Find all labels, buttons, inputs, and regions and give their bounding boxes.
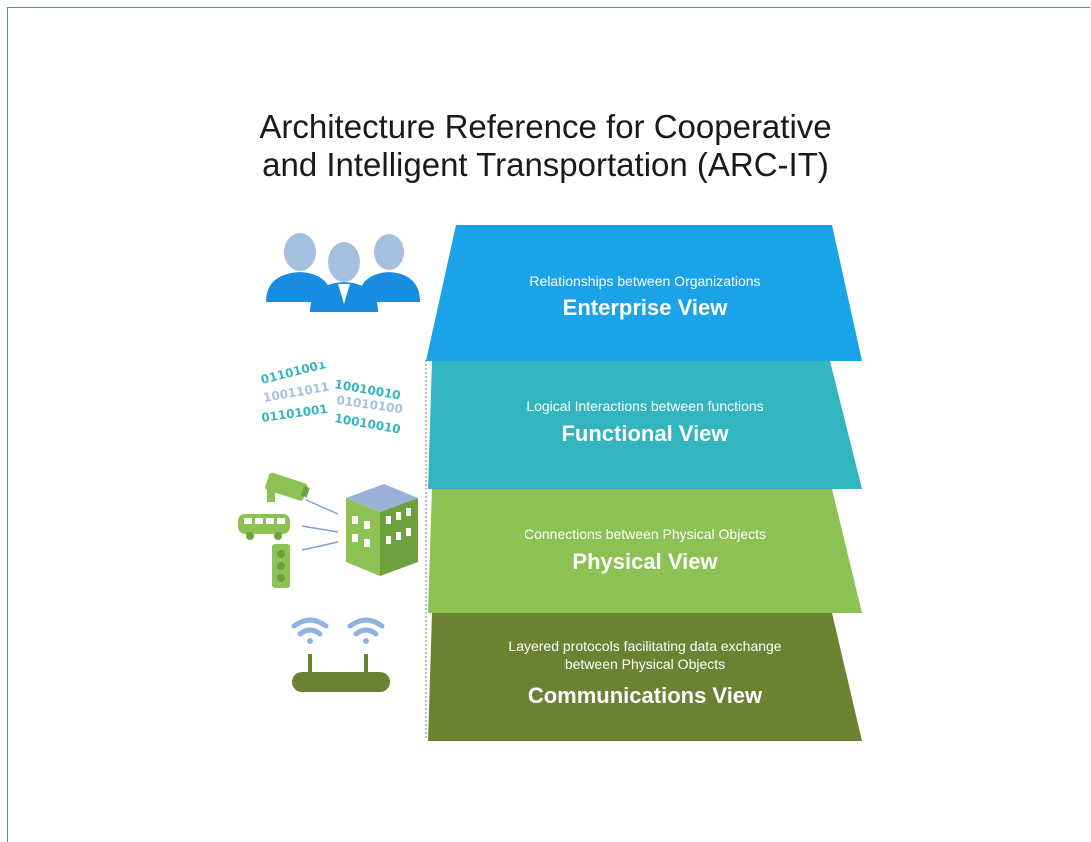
functional-title: Functional View <box>561 421 729 446</box>
title-line-1: Architecture Reference for Cooperative <box>259 108 832 145</box>
connected-devices-icon <box>238 472 418 588</box>
wifi-icon-right <box>347 617 385 637</box>
physical-subtitle: Connections between Physical Objects <box>523 526 767 542</box>
title-line-2: and Intelligent Transportation (ARC-IT) <box>262 146 829 183</box>
page-frame <box>7 7 1090 842</box>
physical-title: Physical View <box>572 549 718 574</box>
enterprise-subtitle: Relationships between Organizations <box>529 273 761 289</box>
physical-layer: Connections between Physical Objects Phy… <box>426 489 864 613</box>
dotted-guide <box>425 360 427 740</box>
building-icon <box>346 484 418 576</box>
physical-trapezoid <box>428 489 862 613</box>
functional-trapezoid <box>428 361 862 489</box>
traffic-light-icon <box>272 544 290 588</box>
functional-layer: Logical Interactions between functions F… <box>426 361 864 489</box>
binary-row-3: 01101001 <box>260 402 328 425</box>
camera-icon <box>265 472 310 502</box>
enterprise-title: Enterprise View <box>562 295 728 320</box>
enterprise-trapezoid <box>426 225 862 361</box>
functional-subtitle: Logical Interactions between functions <box>526 398 764 414</box>
communications-trapezoid <box>428 613 862 741</box>
wifi-icon-left <box>291 617 329 637</box>
binary-data-icon: 01101001 10010010 10011011 01010100 0110… <box>258 357 428 436</box>
people-icon <box>266 233 420 312</box>
enterprise-layer: Relationships between Organizations Ente… <box>426 225 864 361</box>
communications-title: Communications View <box>527 683 763 708</box>
communications-subtitle-line-1: Layered protocols facilitating data exch… <box>508 638 782 654</box>
diagram-title: Architecture Reference for Cooperative a… <box>0 108 1091 184</box>
wireless-router-icon <box>291 617 390 692</box>
communications-layer: Layered protocols facilitating data exch… <box>426 613 864 741</box>
bus-icon <box>238 514 290 540</box>
communications-subtitle-line-2: between Physical Objects <box>564 656 726 672</box>
arrows <box>301 499 339 551</box>
